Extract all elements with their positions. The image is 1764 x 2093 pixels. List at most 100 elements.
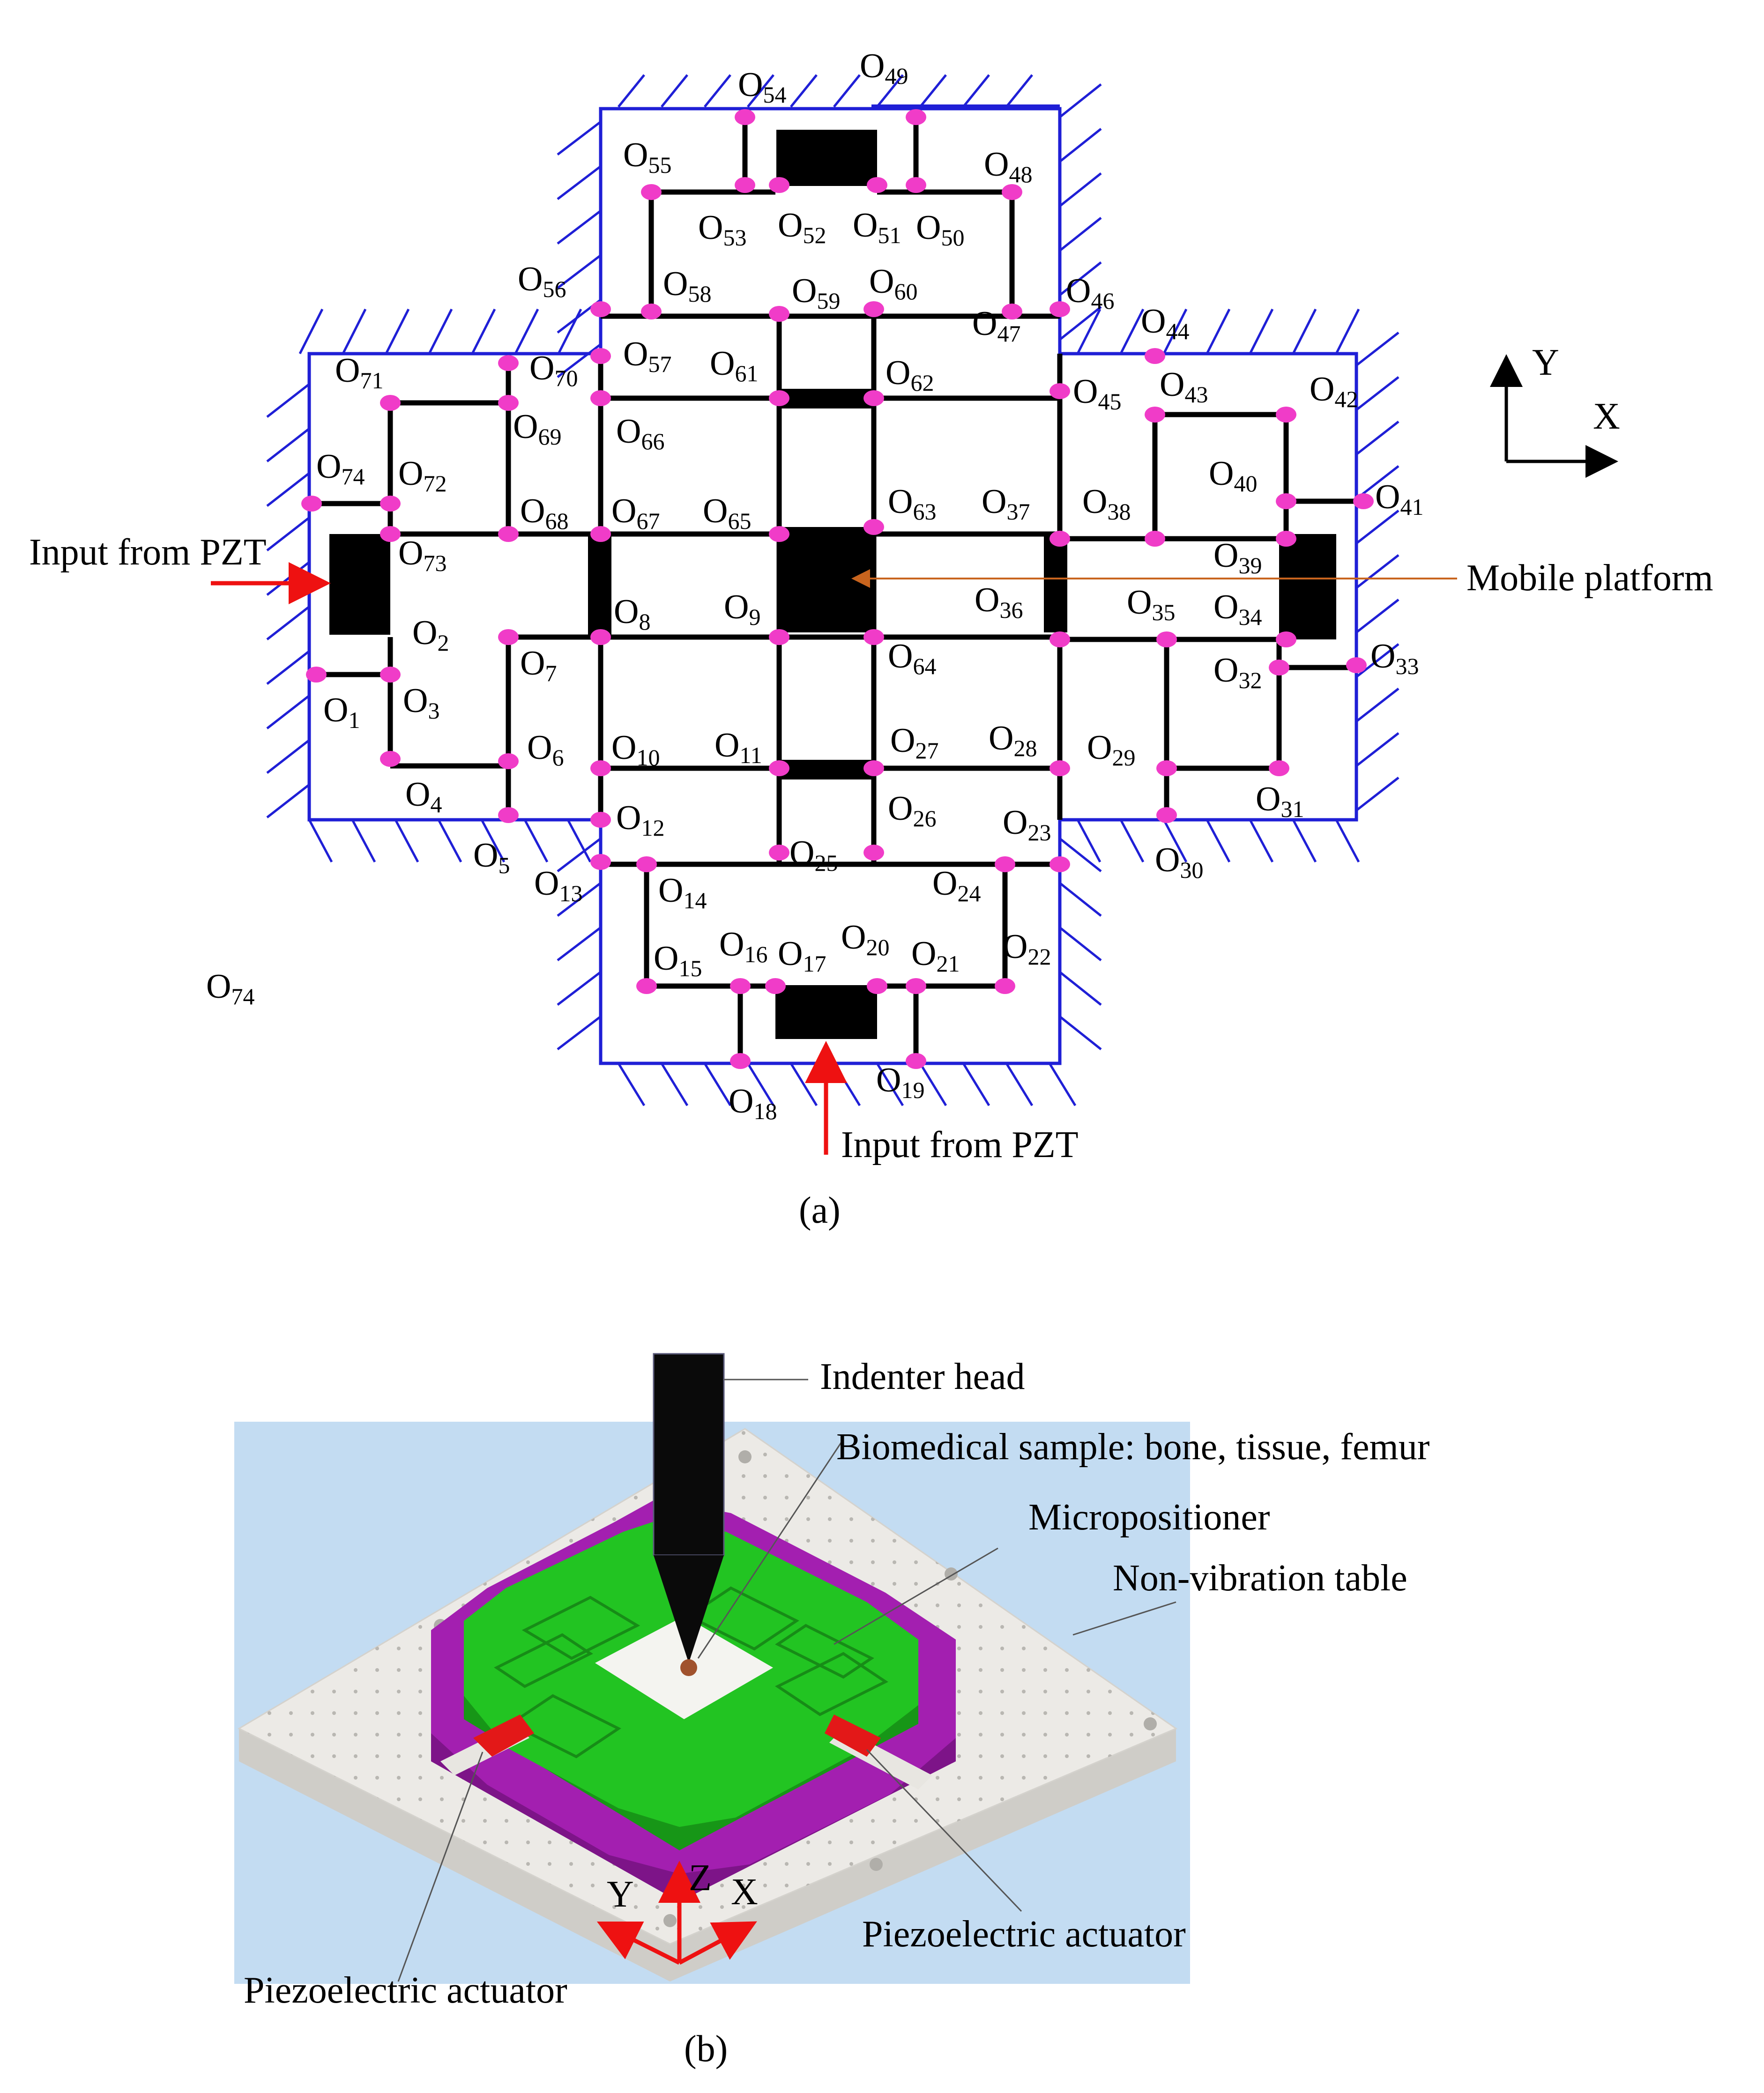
piezo-actuator-left <box>440 1714 534 1775</box>
flexure-hinge <box>769 845 789 861</box>
node-label: O43 <box>1160 365 1208 408</box>
ground-hatch <box>661 74 688 108</box>
top-block <box>776 130 877 186</box>
flexure-hinge <box>769 390 789 406</box>
node-label: O63 <box>888 482 936 525</box>
caption-b: (b) <box>684 2028 728 2070</box>
ground-hatch <box>1292 819 1317 863</box>
node-label: O49 <box>860 47 908 89</box>
ground-hatch <box>351 819 376 863</box>
ground-hatch <box>919 74 947 108</box>
ground-hatch <box>266 695 310 729</box>
flexure-hinge <box>735 109 755 125</box>
rigid-blocks <box>329 130 1336 1039</box>
ground-hatch <box>308 819 333 863</box>
flexure-hinge <box>1156 760 1177 776</box>
ground-hatch <box>1059 882 1102 917</box>
node-label: O41 <box>1375 478 1423 520</box>
ground-hatch <box>557 343 602 378</box>
ground-hatch <box>1059 261 1102 296</box>
node-label: O39 <box>1213 536 1262 579</box>
flexure-hinge <box>306 667 327 683</box>
flexure-hinge <box>769 306 789 322</box>
ground-hatch <box>1059 217 1102 252</box>
node-label: O72 <box>398 454 447 497</box>
node-label: O16 <box>719 925 767 967</box>
node-label: O8 <box>614 593 650 635</box>
ground-hatch <box>1355 332 1399 366</box>
flexure-hinge <box>498 807 519 823</box>
top-inner-bar <box>779 389 873 408</box>
node-label: O56 <box>518 260 566 302</box>
flexure-hinge <box>906 177 926 193</box>
node-label: O20 <box>841 918 889 960</box>
ground-hatch <box>747 74 774 108</box>
node-label: O23 <box>1003 803 1051 846</box>
node-label: O15 <box>654 939 702 981</box>
flexure-hinge <box>769 760 789 776</box>
ground-hatch <box>385 308 410 355</box>
table-mount-hole <box>663 1914 677 1927</box>
flexure-hinge <box>906 1053 926 1069</box>
node-label: O27 <box>890 721 938 764</box>
node-label: O4 <box>405 775 442 817</box>
bottom-input-block <box>775 985 877 1039</box>
flexure-hinge <box>863 301 884 317</box>
node-label: O68 <box>520 492 568 534</box>
ground-hatch <box>1355 421 1399 455</box>
node-label: O60 <box>869 262 917 304</box>
flexure-hinge <box>863 845 884 861</box>
flexure-hinge <box>590 812 611 828</box>
flexure-hinge <box>1049 383 1070 399</box>
stage-flexure-pattern <box>494 1586 888 1759</box>
ground-hatch <box>1059 83 1102 118</box>
right-inner-bar <box>1044 536 1067 632</box>
node-label: O17 <box>778 935 826 977</box>
ground-hatch <box>962 74 990 108</box>
node-label: O61 <box>710 344 758 386</box>
ground-hatch <box>298 308 324 355</box>
node-label: O12 <box>616 799 664 841</box>
flexure-hinge <box>498 753 519 769</box>
flexure-hinge <box>636 856 657 872</box>
flexure-hinge <box>590 526 611 542</box>
flexure-hinge <box>380 667 401 683</box>
flexure-hinge <box>590 629 611 645</box>
flexure-hinge <box>498 629 519 645</box>
flexure-hinge <box>641 184 662 200</box>
flexure-hinge <box>769 177 789 193</box>
ground-hatch <box>266 383 310 418</box>
node-label: O13 <box>534 864 582 906</box>
table-side <box>239 1729 1176 1982</box>
flexure-hinge <box>1156 631 1177 647</box>
node-label: O35 <box>1127 583 1175 625</box>
right-block <box>1279 534 1336 639</box>
node-label: O5 <box>473 836 510 878</box>
ground-hatch <box>1059 971 1102 1006</box>
non-vibration-table-label: Non-vibration table <box>1113 1558 1407 1599</box>
ground-hatch <box>557 838 602 872</box>
flexure-hinge <box>867 177 887 193</box>
ground-hatch <box>266 784 310 818</box>
node-label: O38 <box>1082 482 1131 525</box>
node-label: O18 <box>729 1082 777 1124</box>
flexure-hinge <box>730 978 751 994</box>
node-label: O25 <box>789 834 838 876</box>
node-label: O37 <box>982 482 1030 525</box>
node-label: O67 <box>611 492 660 534</box>
node-label: O7 <box>520 644 557 686</box>
node-label: O24 <box>932 864 981 906</box>
flexure-hinge <box>380 751 401 767</box>
flexure-hinge <box>995 856 1015 872</box>
node-label: O73 <box>398 534 447 576</box>
xy-axes: Y X <box>1490 342 1620 478</box>
node-label: O19 <box>876 1061 924 1103</box>
mobile-platform-label: Mobile platform <box>1466 557 1713 599</box>
node-label: O66 <box>616 412 664 454</box>
flexure-hinge <box>1002 184 1022 200</box>
flexure-hinge <box>380 496 401 512</box>
node-label: O53 <box>698 208 746 251</box>
flexure-hinge <box>641 304 662 319</box>
flexure-hinge <box>863 629 884 645</box>
ground-hatch <box>557 927 602 961</box>
